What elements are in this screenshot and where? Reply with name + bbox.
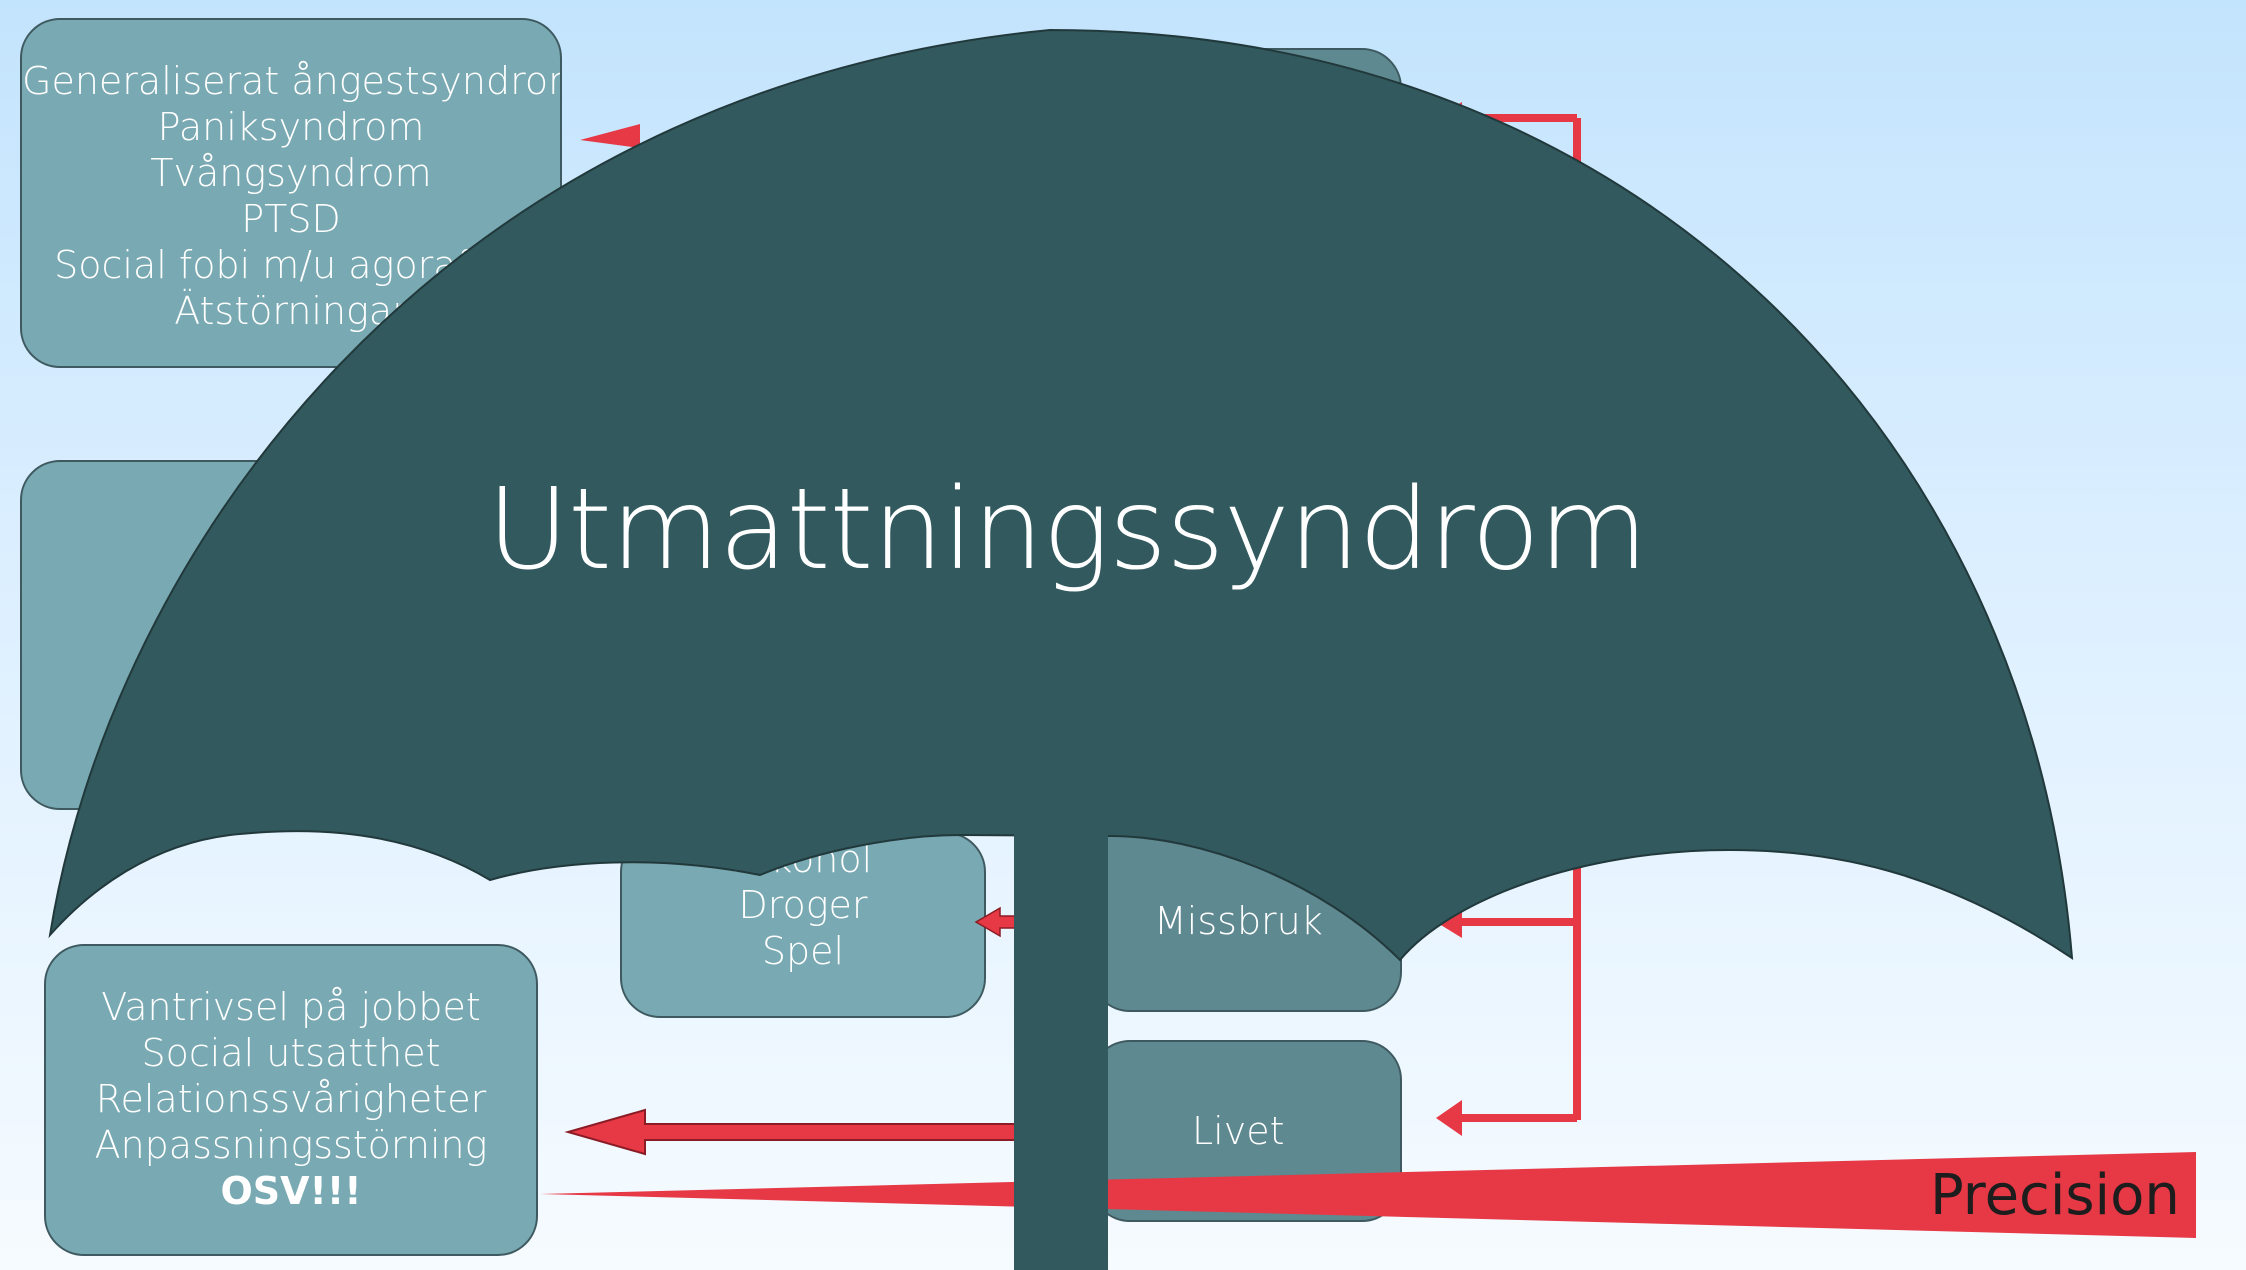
anxiety-disorders-box: Generaliserat ångestsyndrom Paniksyndrom…: [20, 18, 562, 368]
precision-wedge: [540, 1152, 2196, 1238]
arrow-to-substance-box: [974, 906, 1019, 938]
life-line-3: Relationssvårigheter: [95, 1077, 487, 1121]
precision-label: Precision: [1930, 1163, 2180, 1228]
livet-label: Livet: [1192, 1109, 1285, 1153]
anxiety-line-2: Paniksyndrom: [157, 105, 425, 149]
umbrella-canopy: [48, 28, 2074, 962]
missbruk-label: Missbruk: [1154, 899, 1323, 943]
anxiety-line-1: Generaliserat ångestsyndrom: [22, 59, 562, 103]
arrow-to-anxiety-box: [580, 124, 640, 148]
umbrella-title: Utmattningssyndrom: [486, 465, 1648, 595]
anxiety-line-3: Tvångsyndrom: [150, 151, 432, 195]
life-factors-box: Vantrivsel på jobbet Social utsatthet Re…: [44, 944, 538, 1256]
life-line-2: Social utsatthet: [141, 1031, 441, 1075]
substance-line-2: Droger: [738, 883, 868, 927]
umbrella-shaft: [1014, 820, 1108, 1270]
anxiety-line-6: Ätstörningar: [174, 289, 408, 333]
arrow-to-life-factors: [564, 1108, 1021, 1156]
arrowhead-livet: [1436, 1100, 1462, 1136]
anxiety-line-4: PTSD: [241, 197, 341, 241]
life-line-4: Anpassningsstörning: [94, 1123, 488, 1167]
substance-line-3: Spel: [761, 929, 845, 973]
life-line-1: Vantrivsel på jobbet: [101, 985, 481, 1029]
life-emphasis: OSV!!!: [220, 1169, 362, 1213]
